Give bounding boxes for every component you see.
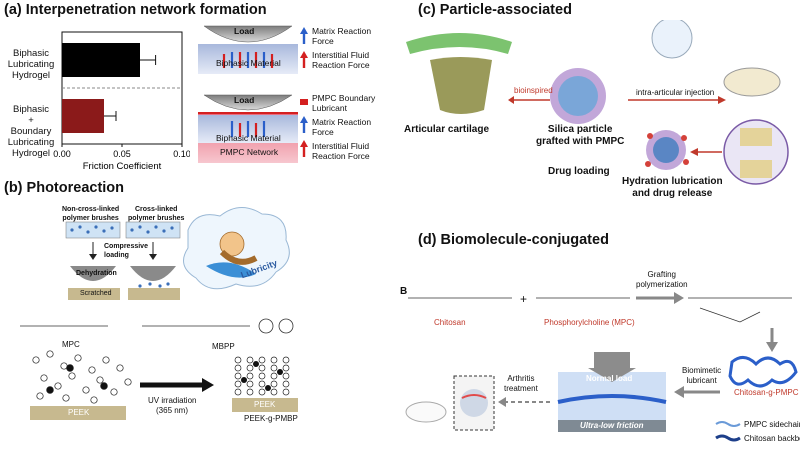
label-mpc: MPC bbox=[62, 340, 80, 349]
mpc-monomer-dot bbox=[36, 392, 44, 400]
schematic-bottom-network: PMPC Network bbox=[220, 147, 279, 157]
mpc-monomer-dot bbox=[124, 378, 132, 386]
legend-chitosan-backbone: Chitosan backbone bbox=[744, 434, 800, 443]
mpc-monomer-dot bbox=[32, 356, 40, 364]
label-b: B bbox=[400, 286, 408, 297]
schematic-bottom-material: Biphasic Material bbox=[216, 133, 281, 143]
brush-schematic bbox=[20, 207, 298, 420]
x-axis-label: Friction Coefficient bbox=[83, 161, 162, 172]
label-chitosan-g-pmpc: Chitosan-g-PMPC bbox=[734, 388, 799, 397]
label-scratched: Scratched bbox=[80, 290, 112, 297]
mpc-monomer-dot bbox=[54, 382, 62, 390]
label-injection: intra-articular injection bbox=[636, 88, 715, 97]
legend-pmpc-sidechain: PMPC sidechain bbox=[744, 420, 800, 429]
label-dehydration: Dehydration bbox=[76, 270, 117, 277]
ylabel-biphasic: Biphasic Lubricating Hydrogel bbox=[7, 48, 55, 81]
label-peek-g-pmbp: PEEK-g-PMBP bbox=[244, 414, 298, 423]
mpc-monomer-dot bbox=[116, 364, 124, 372]
label-ultra-low: Ultra-low friction bbox=[580, 421, 644, 430]
panel-d-title: (d) Biomolecule-conjugated bbox=[418, 232, 609, 248]
label-mbpp: MBPP bbox=[212, 342, 235, 351]
label-peek-start: PEEK bbox=[68, 408, 90, 417]
mpc-monomer-dot bbox=[46, 350, 54, 358]
label-uv-sub: (365 nm) bbox=[156, 406, 189, 415]
mbpp-monomer-dot bbox=[66, 364, 74, 372]
bar-1 bbox=[62, 43, 140, 77]
biomolecule-schematic bbox=[405, 292, 798, 442]
label-mpc: Phosphorylcholine (MPC) bbox=[544, 318, 635, 327]
mpc-monomer-dot bbox=[74, 354, 82, 362]
panel-c-title: (c) Particle-associated bbox=[418, 2, 572, 18]
schematic-bottom-load: Load bbox=[234, 95, 255, 105]
biomolecule-diagram: B Chitosan + Phosphorylcholine (MPC) Gra… bbox=[400, 252, 800, 447]
mbpp-monomer-dot bbox=[100, 382, 108, 390]
label-chitosan: Chitosan bbox=[434, 318, 466, 327]
mpc-monomer-dot bbox=[62, 394, 70, 402]
label-uv: UV irradiation bbox=[148, 396, 197, 405]
ylabel-biphasic-boundary: Biphasic + Boundary Lubricating Hydrogel bbox=[7, 104, 55, 159]
mpc-monomer-dot bbox=[110, 388, 118, 396]
panel-a-title: (a) Interpenetration network formation bbox=[4, 2, 267, 18]
x-tick-label-2: 0.10 bbox=[173, 149, 190, 159]
mbpp-monomer-dot bbox=[46, 386, 54, 394]
label-bioinspired: bioinspired bbox=[514, 86, 553, 95]
mpc-monomer-dot bbox=[68, 372, 76, 380]
plus-sign: + bbox=[520, 292, 528, 306]
mpc-monomer-dot bbox=[88, 366, 96, 374]
schematic-top-material: Biphasic Material bbox=[216, 58, 281, 68]
mpc-monomer-dot bbox=[90, 396, 98, 404]
schematic-bottom-drawing bbox=[198, 94, 308, 163]
schematic-top-drawing bbox=[198, 25, 308, 74]
mpc-monomer-dot bbox=[96, 376, 104, 384]
label-normal-load: Normal load bbox=[586, 374, 633, 383]
bar-2 bbox=[62, 99, 104, 133]
label-drug-loading: Drug loading bbox=[548, 166, 610, 177]
x-tick-label-1: 0.05 bbox=[113, 149, 131, 159]
mpc-monomer-dot bbox=[40, 374, 48, 382]
schematic-bottom: Load Biphasic Material PMPC Network PMPC… bbox=[196, 93, 386, 165]
particle-diagram: Articular cartilage bioinspired Silica p… bbox=[400, 17, 800, 210]
mpc-monomer-dot bbox=[82, 386, 90, 394]
mpc-monomer-dot bbox=[102, 356, 110, 364]
panel-a-chart: Biphasic Lubricating Hydrogel Biphasic +… bbox=[0, 22, 190, 172]
x-tick-label-0: 0.00 bbox=[53, 149, 71, 159]
schematic-top-load: Load bbox=[234, 26, 255, 36]
label-peek-result: PEEK bbox=[254, 400, 276, 409]
mpc-monomer-dot bbox=[60, 362, 68, 370]
label-articular-cartilage: Articular cartilage bbox=[404, 124, 490, 135]
panel-b-title: (b) Photoreaction bbox=[4, 180, 125, 196]
particle-schematic bbox=[406, 17, 789, 185]
